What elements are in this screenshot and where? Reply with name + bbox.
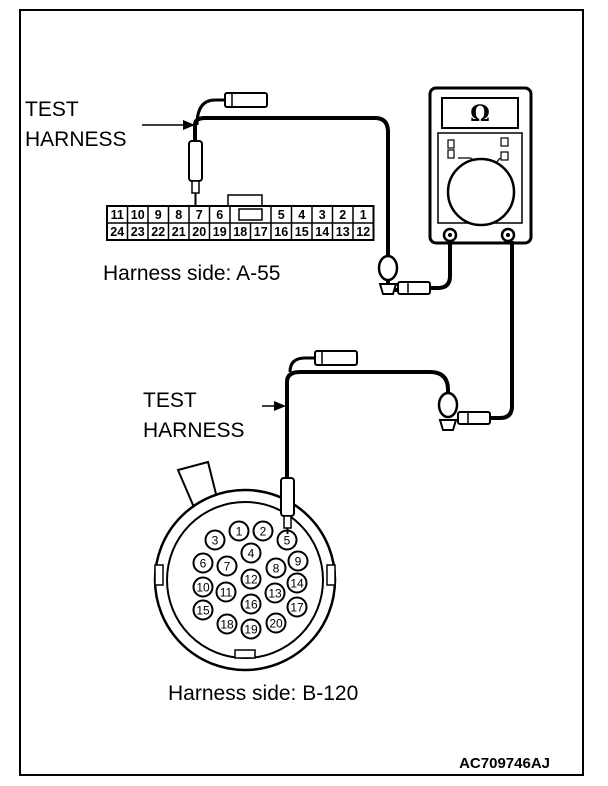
harness-side-a55-label: Harness side: A-55 <box>103 262 280 285</box>
alligator-clip-top <box>377 254 431 295</box>
b120-pin-14-socket <box>286 572 308 594</box>
b120-pin-6-socket <box>192 552 214 574</box>
b120-pin-17: 17 <box>290 600 304 614</box>
a55-pin-1: 1 <box>360 208 367 222</box>
b120-pin-4: 4 <box>248 546 255 560</box>
test-harness-bottom-plug <box>314 350 358 366</box>
a55-pin-12: 12 <box>356 225 370 239</box>
b120-pin-11: 11 <box>220 585 233 599</box>
meter-lead-right <box>490 241 514 420</box>
b120-pin-10: 10 <box>196 580 210 594</box>
a55-pin-24: 24 <box>110 225 124 239</box>
test-harness-bottom-wire <box>285 370 450 478</box>
test-harness-top-label-line2: HARNESS <box>25 128 127 151</box>
a55-pin-20: 20 <box>192 225 206 239</box>
test-harness-bottom-arrow <box>262 401 286 411</box>
b120-pin-15-socket <box>192 599 214 621</box>
b120-pin-18-socket <box>216 613 238 635</box>
a55-pin-11: 11 <box>111 208 124 222</box>
a55-key-slot <box>238 208 263 221</box>
a55-pin-5: 5 <box>278 208 285 222</box>
figure-code: AC709746AJ <box>459 755 550 772</box>
b120-pin-9-socket <box>287 550 309 572</box>
b120-pin-19-socket <box>240 618 262 640</box>
test-harness-top-label-line1: TEST <box>25 98 79 121</box>
a55-pin-22: 22 <box>151 225 165 239</box>
a55-pin-18: 18 <box>233 225 247 239</box>
b120-pin-19: 19 <box>244 622 258 636</box>
b120-pin-11-socket <box>215 581 237 603</box>
test-harness-top-plug <box>224 92 268 108</box>
probe-b120-pin5 <box>280 477 295 534</box>
b120-pin-14: 14 <box>290 576 304 590</box>
b120-pin-17-socket <box>286 596 308 618</box>
figure-frame <box>19 9 584 776</box>
a55-pin-23: 23 <box>131 225 145 239</box>
a55-pin-15: 15 <box>295 225 309 239</box>
a55-pin-10: 10 <box>131 208 145 222</box>
b120-pin-10-socket <box>192 576 214 598</box>
probe-a55-pin7 <box>188 140 203 206</box>
b120-pin-13: 13 <box>268 586 282 600</box>
a55-pin-14: 14 <box>315 225 329 239</box>
b120-pin-15: 15 <box>196 603 210 617</box>
b120-pin-18: 18 <box>220 617 234 631</box>
b120-pin-2-socket <box>252 520 274 542</box>
a55-pin-9: 9 <box>155 208 162 222</box>
b120-pin-8: 8 <box>273 561 280 575</box>
b120-pin-9: 9 <box>295 554 302 568</box>
b120-pin-7: 7 <box>224 559 231 573</box>
b120-pin-8-socket <box>265 557 287 579</box>
test-harness-top-arrow <box>142 120 195 130</box>
b120-pin-12: 12 <box>244 572 258 586</box>
a55-pin-3: 3 <box>319 208 326 222</box>
a55-pin-19: 19 <box>213 225 227 239</box>
b120-pin-20: 20 <box>269 616 283 630</box>
ohm-symbol: Ω <box>470 101 490 127</box>
a55-pin-13: 13 <box>336 225 350 239</box>
b120-pin-6: 6 <box>200 556 207 570</box>
a55-pin-7: 7 <box>196 208 203 222</box>
b120-pin-4-socket <box>240 542 262 564</box>
a55-pin-8: 8 <box>175 208 182 222</box>
b120-pin-3: 3 <box>212 533 219 547</box>
multimeter-display <box>441 97 519 129</box>
a55-pin-17: 17 <box>254 225 268 239</box>
b120-pin-1: 1 <box>236 524 243 538</box>
connector-a55-lock-tab <box>227 194 263 207</box>
b120-pin-1-socket <box>228 520 250 542</box>
b120-pin-20-socket <box>265 612 287 634</box>
a55-pin-2: 2 <box>339 208 346 222</box>
a55-pin-6: 6 <box>216 208 223 222</box>
b120-pin-16-socket <box>240 593 262 615</box>
harness-side-b120-label: Harness side: B-120 <box>168 682 358 705</box>
b120-pin-13-socket <box>264 582 286 604</box>
b120-pin-7-socket <box>216 555 238 577</box>
rotary-selector-dial <box>446 157 516 227</box>
b120-pin-12-socket <box>240 568 262 590</box>
alligator-clip-bottom <box>437 391 491 431</box>
test-harness-top-wire <box>193 116 390 255</box>
meter-lead-left <box>430 241 452 290</box>
test-harness-bottom-label-line1: TEST <box>143 389 197 412</box>
test-harness-bottom-label-line2: HARNESS <box>143 419 245 442</box>
b120-pin-5: 5 <box>284 533 291 547</box>
a55-pin-21: 21 <box>172 225 186 239</box>
multimeter: Ω <box>428 86 533 245</box>
a55-pin-4: 4 <box>298 208 305 222</box>
b120-pin-2: 2 <box>260 524 267 538</box>
b120-pin-16: 16 <box>244 597 258 611</box>
b120-pin-3-socket <box>204 529 226 551</box>
a55-pin-16: 16 <box>274 225 288 239</box>
